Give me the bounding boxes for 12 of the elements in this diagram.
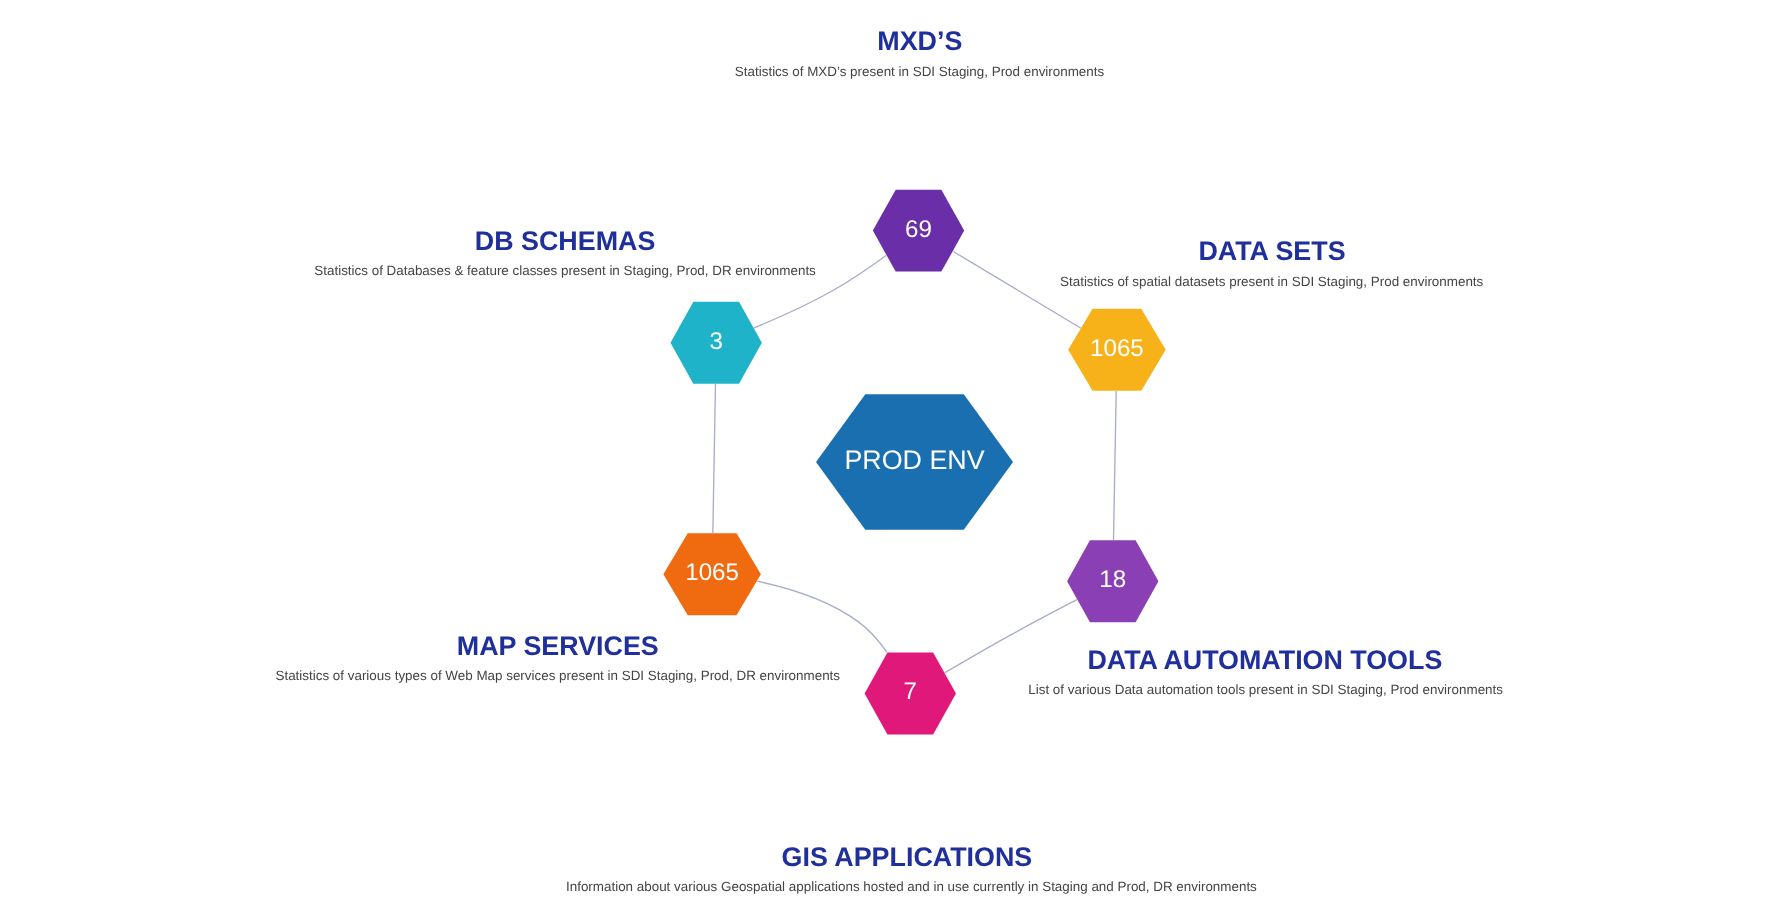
- connector: [951, 250, 1081, 329]
- node-label: MXD’S: [876, 26, 962, 57]
- node-label: MAP SERVICES: [455, 630, 658, 661]
- connector: [711, 383, 716, 534]
- connector: [1111, 390, 1116, 541]
- node-label: DB SCHEMAS: [473, 225, 655, 256]
- node-label: GIS APPLICATIONS: [780, 841, 1032, 872]
- connector: [755, 580, 887, 653]
- connector: [943, 599, 1077, 674]
- node-label: DATA AUTOMATION TOOLS: [1086, 644, 1442, 675]
- connector: [752, 254, 887, 329]
- node-label: DATA SETS: [1197, 236, 1345, 267]
